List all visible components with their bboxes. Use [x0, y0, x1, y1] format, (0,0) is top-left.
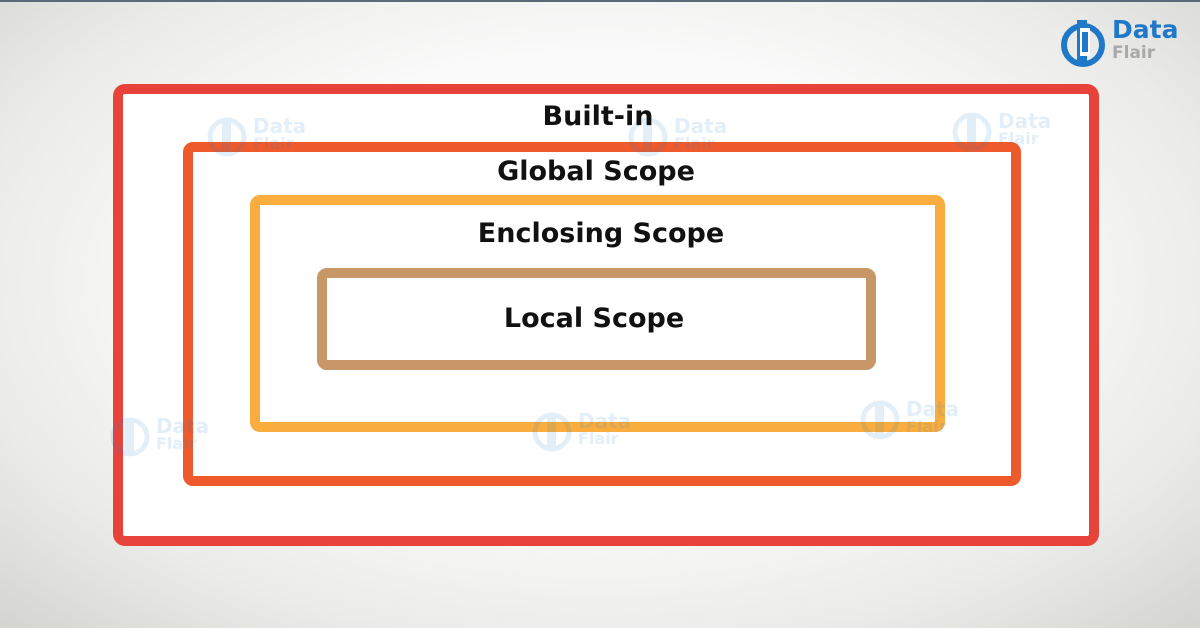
brand-line2: Flair — [1112, 43, 1156, 63]
global-scope-label: Global Scope — [497, 156, 695, 187]
brand-line1: Data — [1112, 15, 1179, 44]
builtin-scope-box — [113, 84, 1099, 546]
local-scope-box — [317, 268, 876, 370]
enclosing-scope-box — [250, 195, 945, 432]
brand-text: Data Flair — [1112, 17, 1178, 62]
enclosing-scope-label: Enclosing Scope — [477, 218, 725, 249]
top-border-line — [0, 0, 1200, 2]
global-scope-box — [183, 142, 1021, 486]
brand-logo: Data Flair — [1060, 14, 1195, 78]
builtin-scope-label: Built-in — [542, 101, 654, 132]
dataflair-logo-icon — [1061, 20, 1105, 67]
local-scope-label: Local Scope — [503, 303, 685, 334]
